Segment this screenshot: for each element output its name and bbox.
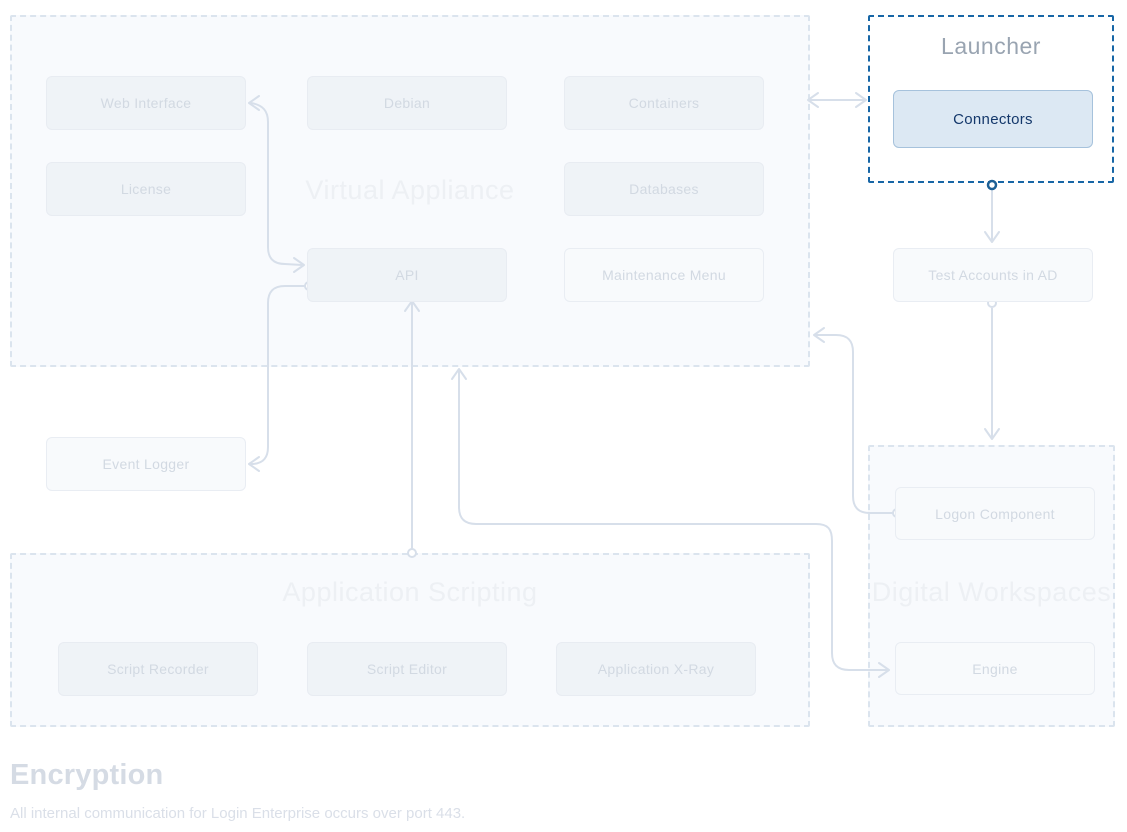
node-maintenance-menu[interactable]: Maintenance Menu bbox=[564, 248, 764, 302]
edge-launcher-test-accounts bbox=[984, 190, 1000, 243]
node-test-accounts-in-ad[interactable]: Test Accounts in AD bbox=[893, 248, 1093, 302]
edge-virtual-appliance-launcher bbox=[807, 92, 867, 108]
node-license[interactable]: License bbox=[46, 162, 246, 216]
node-engine[interactable]: Engine bbox=[895, 642, 1095, 695]
group-application-scripting bbox=[10, 553, 810, 727]
node-databases[interactable]: Databases bbox=[564, 162, 764, 216]
node-web-interface[interactable]: Web Interface bbox=[46, 76, 246, 130]
encryption-description: All internal communication for Login Ent… bbox=[10, 805, 466, 822]
node-api[interactable]: API bbox=[307, 248, 507, 302]
encryption-heading: Encryption bbox=[10, 759, 164, 791]
node-connectors[interactable]: Connectors bbox=[893, 90, 1093, 148]
node-debian[interactable]: Debian bbox=[307, 76, 507, 130]
node-logon-component[interactable]: Logon Component bbox=[895, 487, 1095, 540]
edge-test-accounts-digital-workspaces bbox=[984, 308, 1000, 440]
node-containers[interactable]: Containers bbox=[564, 76, 764, 130]
node-script-editor[interactable]: Script Editor bbox=[307, 642, 507, 696]
node-application-x-ray[interactable]: Application X-Ray bbox=[556, 642, 756, 696]
node-script-recorder[interactable]: Script Recorder bbox=[58, 642, 258, 696]
node-event-logger[interactable]: Event Logger bbox=[46, 437, 246, 491]
